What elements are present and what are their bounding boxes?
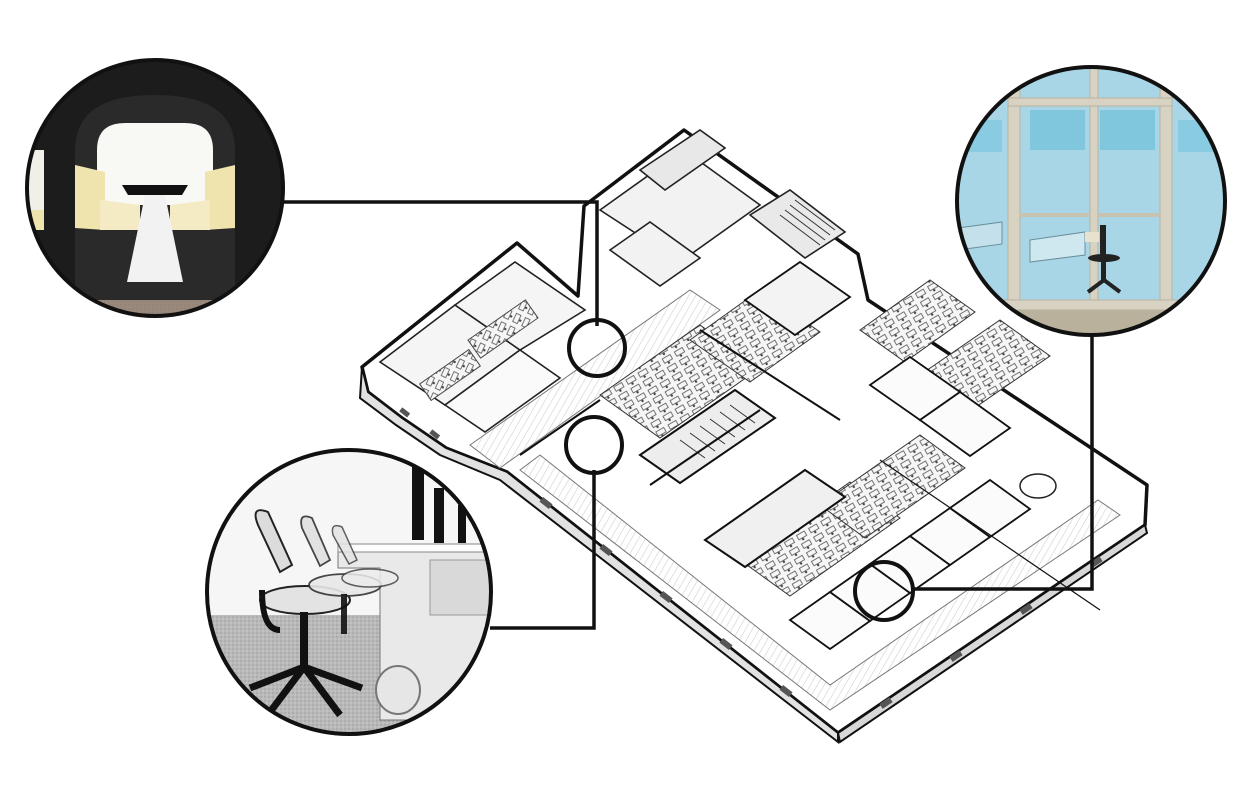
privacy-booth-icon	[97, 123, 213, 205]
leader-glass-office	[913, 336, 1094, 591]
core-stair	[779, 199, 836, 246]
round-meeting-table	[1019, 473, 1057, 499]
glass-door-office-icon	[957, 67, 1225, 311]
floor-plan	[358, 128, 1149, 745]
target-circle-booth	[567, 318, 627, 378]
main-corridor	[469, 289, 721, 469]
perimeter-corridor	[519, 454, 1121, 711]
slab-edge-right	[836, 523, 1149, 744]
callout-glass-office	[955, 65, 1227, 337]
leader-chairs	[490, 470, 596, 630]
target-circle-chairs	[564, 415, 624, 475]
reception-counter	[743, 260, 852, 337]
service-core	[598, 129, 847, 287]
leader-booth	[283, 200, 599, 326]
private-office-row	[788, 355, 1032, 651]
callout-chairs	[205, 448, 493, 736]
interior-walls	[519, 329, 1101, 611]
pantry-block	[703, 468, 847, 569]
target-circle-glass-office	[853, 560, 915, 622]
leader-lines	[283, 200, 1094, 630]
callout-booth	[25, 58, 285, 318]
facade-windows	[399, 407, 1103, 709]
